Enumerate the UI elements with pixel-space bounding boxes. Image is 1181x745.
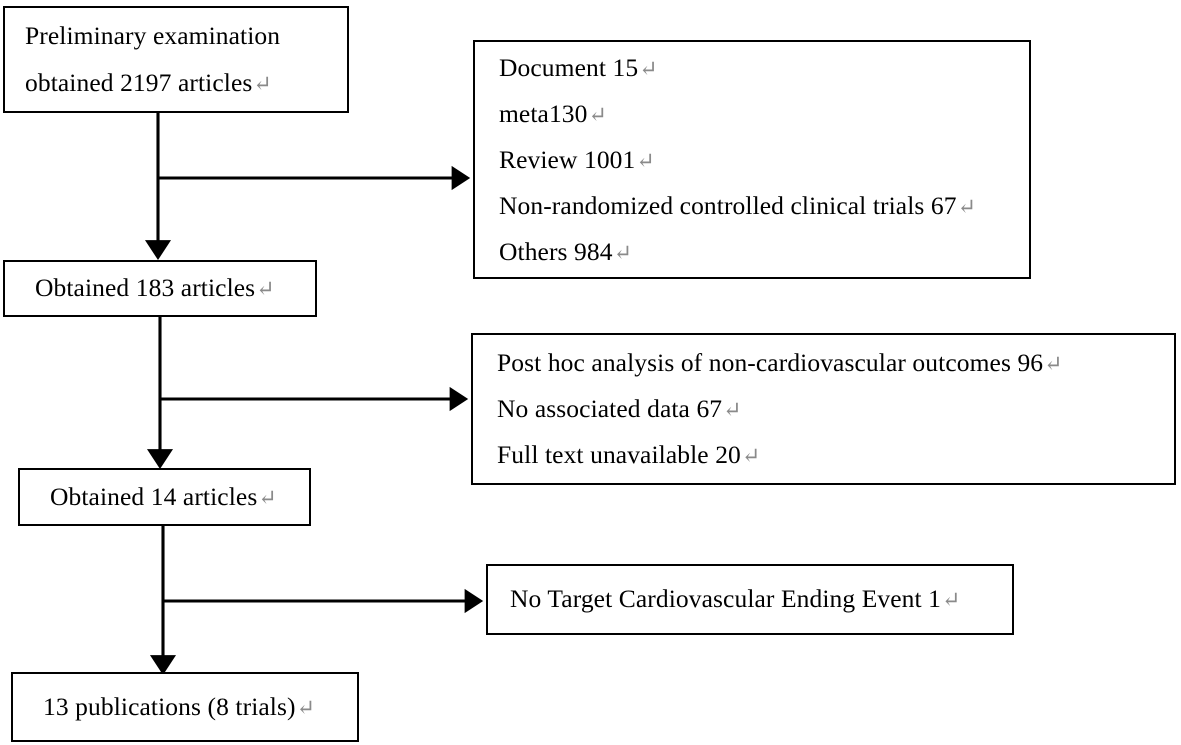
node-exclusion-2-line-2: No associated data 67↵ — [497, 394, 742, 423]
node-identification: Preliminary examination obtained 2197 ar… — [3, 6, 349, 113]
pilcrow-icon: ↵ — [741, 443, 761, 468]
node-exclusion-2-line-1: Post hoc analysis of non-cardiovascular … — [497, 348, 1063, 377]
node-exclusion-2-line-3: Full text unavailable 20↵ — [497, 440, 761, 469]
pilcrow-icon: ↵ — [1044, 351, 1063, 376]
node-identification-line-1: Preliminary examination — [25, 21, 281, 50]
node-screened-line-1: Obtained 183 articles↵ — [35, 273, 275, 302]
node-screened: Obtained 183 articles↵ — [3, 260, 317, 317]
pilcrow-icon: ↵ — [636, 147, 655, 173]
node-exclusion-1: Document 15↵ meta130↵ Review 1001↵ Non-r… — [473, 40, 1031, 279]
node-exclusion-1-line-5: Others 984↵ — [499, 236, 633, 266]
node-exclusion-1-line-1: Document 15↵ — [499, 52, 658, 82]
pilcrow-icon: ↵ — [256, 276, 275, 301]
node-exclusion-3-lines: No Target Cardiovascular Ending Event 1↵ — [488, 579, 1012, 620]
node-identification-lines: Preliminary examination obtained 2197 ar… — [5, 12, 347, 107]
node-eligible-line-1: Obtained 14 articles↵ — [50, 481, 277, 511]
node-included-lines: 13 publications (8 trials)↵ — [13, 687, 357, 728]
pilcrow-icon: ↵ — [588, 101, 608, 127]
node-exclusion-3-line-1: No Target Cardiovascular Ending Event 1↵ — [510, 584, 961, 613]
pilcrow-icon: ↵ — [258, 484, 277, 510]
node-exclusion-1-line-4: Non-randomized controlled clinical trial… — [499, 190, 977, 220]
pilcrow-icon: ↵ — [296, 694, 316, 720]
node-exclusion-1-lines: Document 15↵ meta130↵ Review 1001↵ Non-r… — [475, 45, 1029, 275]
node-identification-line-2: obtained 2197 articles↵ — [25, 68, 272, 97]
pilcrow-icon: ↵ — [613, 239, 633, 265]
node-exclusion-3: No Target Cardiovascular Ending Event 1↵ — [486, 564, 1014, 635]
node-included-line-1: 13 publications (8 trials)↵ — [43, 691, 316, 721]
pilcrow-icon: ↵ — [723, 397, 742, 422]
node-screened-lines: Obtained 183 articles↵ — [5, 268, 315, 309]
pilcrow-icon: ↵ — [942, 587, 961, 612]
pilcrow-icon: ↵ — [253, 71, 272, 96]
node-exclusion-2: Post hoc analysis of non-cardiovascular … — [471, 333, 1176, 485]
node-exclusion-1-line-2: meta130↵ — [499, 98, 608, 128]
node-eligible: Obtained 14 articles↵ — [18, 468, 311, 526]
pilcrow-icon: ↵ — [639, 55, 658, 81]
node-exclusion-1-line-3: Review 1001↵ — [499, 144, 655, 174]
node-eligible-lines: Obtained 14 articles↵ — [20, 477, 309, 518]
node-exclusion-2-lines: Post hoc analysis of non-cardiovascular … — [473, 340, 1174, 478]
node-included: 13 publications (8 trials)↵ — [11, 672, 359, 742]
pilcrow-icon: ↵ — [957, 193, 977, 219]
